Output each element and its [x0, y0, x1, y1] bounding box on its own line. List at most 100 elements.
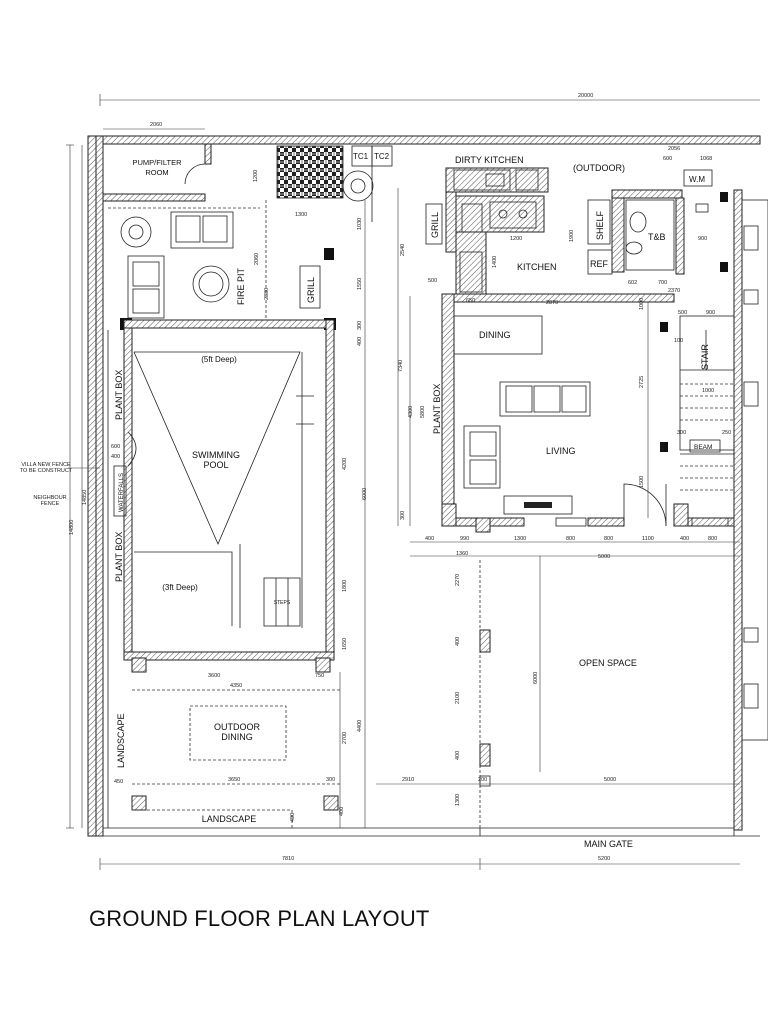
svg-text:600: 600: [111, 444, 120, 450]
svg-text:TC2: TC2: [374, 152, 390, 161]
svg-text:(OUTDOOR): (OUTDOOR): [573, 163, 625, 173]
svg-text:2700: 2700: [342, 732, 348, 744]
svg-text:GRILL: GRILL: [430, 212, 440, 238]
svg-text:KITCHEN: KITCHEN: [517, 262, 557, 272]
svg-text:3600: 3600: [208, 673, 220, 679]
svg-text:1300: 1300: [295, 212, 307, 218]
svg-text:PUMP/FILTER: PUMP/FILTER: [132, 158, 182, 167]
kitchen-area: DIRTY KITCHEN GRILL KITCHEN SHELF REF (O…: [400, 146, 728, 306]
svg-text:2056: 2056: [668, 146, 680, 152]
svg-text:1800: 1800: [342, 580, 348, 592]
outdoor-dining-area: OUTDOOR DINING LANDSCAPE LANDSCAPE 3600 …: [114, 657, 363, 828]
svg-text:300: 300: [660, 443, 666, 452]
svg-text:2725: 2725: [639, 376, 645, 388]
svg-text:STAIR: STAIR: [700, 344, 710, 370]
svg-text:400: 400: [111, 454, 120, 460]
svg-text:DINING: DINING: [221, 732, 253, 742]
svg-text:NEIGHBOUR: NEIGHBOUR: [33, 495, 66, 501]
svg-text:4400: 4400: [357, 720, 363, 732]
svg-text:OPEN SPACE: OPEN SPACE: [579, 658, 637, 668]
svg-text:1200: 1200: [253, 170, 259, 182]
plan-title: GROUND FLOOR PLAN LAYOUT: [89, 906, 430, 931]
outer-walls: [87, 135, 761, 837]
svg-text:TC1: TC1: [353, 152, 369, 161]
svg-text:DINING: DINING: [479, 330, 511, 340]
svg-text:ROOM: ROOM: [145, 168, 168, 177]
svg-text:2910: 2910: [402, 777, 414, 783]
living-dining-area: DINING PLANT BOX LIVING 7340 4300 5800 3…: [398, 298, 649, 520]
svg-text:5800: 5800: [420, 406, 426, 418]
svg-text:100: 100: [674, 338, 683, 344]
svg-text:PLANT BOX: PLANT BOX: [432, 384, 442, 434]
svg-text:2060: 2060: [150, 122, 162, 128]
svg-text:750: 750: [315, 673, 324, 679]
svg-text:1500: 1500: [639, 476, 645, 488]
svg-text:(3ft Deep): (3ft Deep): [162, 583, 198, 592]
svg-text:VILLA NEW FENCE: VILLA NEW FENCE: [21, 462, 71, 468]
svg-text:1650: 1650: [342, 638, 348, 650]
svg-text:500: 500: [428, 278, 437, 284]
svg-text:FIRE PIT: FIRE PIT: [236, 267, 246, 305]
top-dimension: 20000 2060: [99, 93, 760, 130]
svg-text:W.M: W.M: [689, 175, 705, 184]
svg-text:400: 400: [680, 536, 689, 542]
svg-text:2370: 2370: [668, 288, 680, 294]
svg-text:SHELF: SHELF: [595, 210, 605, 240]
dim-top-total: 20000: [578, 93, 593, 99]
svg-text:T&B: T&B: [648, 232, 666, 242]
svg-text:FENCE: FENCE: [41, 501, 60, 507]
svg-text:2870: 2870: [546, 300, 558, 306]
svg-text:MAIN GATE: MAIN GATE: [584, 839, 633, 849]
svg-text:BEAM: BEAM: [694, 444, 712, 451]
swimming-pool: (5ft Deep) SWIMMING POOL (3ft Deep) STEP…: [123, 319, 368, 661]
svg-text:400: 400: [455, 751, 461, 760]
svg-text:300: 300: [326, 777, 335, 783]
svg-text:STEPS: STEPS: [274, 600, 291, 606]
svg-text:500: 500: [678, 310, 687, 316]
svg-text:LIVING: LIVING: [546, 446, 576, 456]
svg-text:1900: 1900: [569, 230, 575, 242]
house-row-dimensions: 400 990 1300 800 800 1100 400 800 1360 5…: [410, 536, 740, 560]
svg-text:14850: 14850: [82, 490, 88, 505]
svg-text:900: 900: [698, 236, 707, 242]
svg-text:5000: 5000: [598, 554, 610, 560]
svg-text:REF: REF: [590, 259, 609, 269]
svg-text:TO BE CONSTRUCT: TO BE CONSTRUCT: [20, 468, 73, 474]
svg-text:1550: 1550: [357, 278, 363, 290]
stair: STAIR BEAM 500 900 100 1000 300 250 300: [660, 310, 735, 491]
svg-text:4300: 4300: [408, 406, 414, 418]
svg-text:PLANT BOX: PLANT BOX: [114, 532, 124, 582]
svg-text:400: 400: [290, 813, 296, 822]
svg-text:LANDSCAPE: LANDSCAPE: [116, 713, 126, 768]
svg-text:6000: 6000: [533, 672, 539, 684]
svg-text:1360: 1360: [456, 551, 468, 557]
tile-area: TC1 TC2: [120, 145, 393, 248]
svg-text:POOL: POOL: [203, 460, 228, 470]
svg-text:(5ft Deep): (5ft Deep): [201, 355, 237, 364]
svg-text:2100: 2100: [455, 692, 461, 704]
svg-text:1200: 1200: [510, 236, 522, 242]
plant-boxes-left: PLANT BOX PLANT BOX WATERFALLS 600 400 V…: [20, 330, 137, 828]
svg-text:990: 990: [460, 536, 469, 542]
svg-text:PLANT BOX: PLANT BOX: [114, 370, 124, 420]
svg-text:700: 700: [658, 280, 667, 286]
svg-text:5000: 5000: [604, 777, 616, 783]
svg-text:2060: 2060: [254, 253, 260, 265]
svg-text:OUTDOOR: OUTDOOR: [214, 722, 260, 732]
svg-text:400: 400: [425, 536, 434, 542]
svg-text:800: 800: [708, 536, 717, 542]
svg-text:800: 800: [566, 536, 575, 542]
svg-text:GRILL: GRILL: [306, 277, 316, 303]
svg-text:3650: 3650: [228, 777, 240, 783]
svg-text:300: 300: [400, 511, 406, 520]
svg-text:SWIMMING: SWIMMING: [192, 450, 240, 460]
svg-text:6000: 6000: [362, 488, 368, 500]
svg-text:400: 400: [455, 637, 461, 646]
svg-text:400: 400: [357, 337, 363, 346]
svg-text:1300: 1300: [455, 794, 461, 806]
svg-text:LANDSCAPE: LANDSCAPE: [202, 814, 257, 824]
pump-filter-room: PUMP/FILTER ROOM: [102, 143, 212, 202]
svg-text:600: 600: [663, 156, 672, 162]
svg-text:800: 800: [604, 536, 613, 542]
